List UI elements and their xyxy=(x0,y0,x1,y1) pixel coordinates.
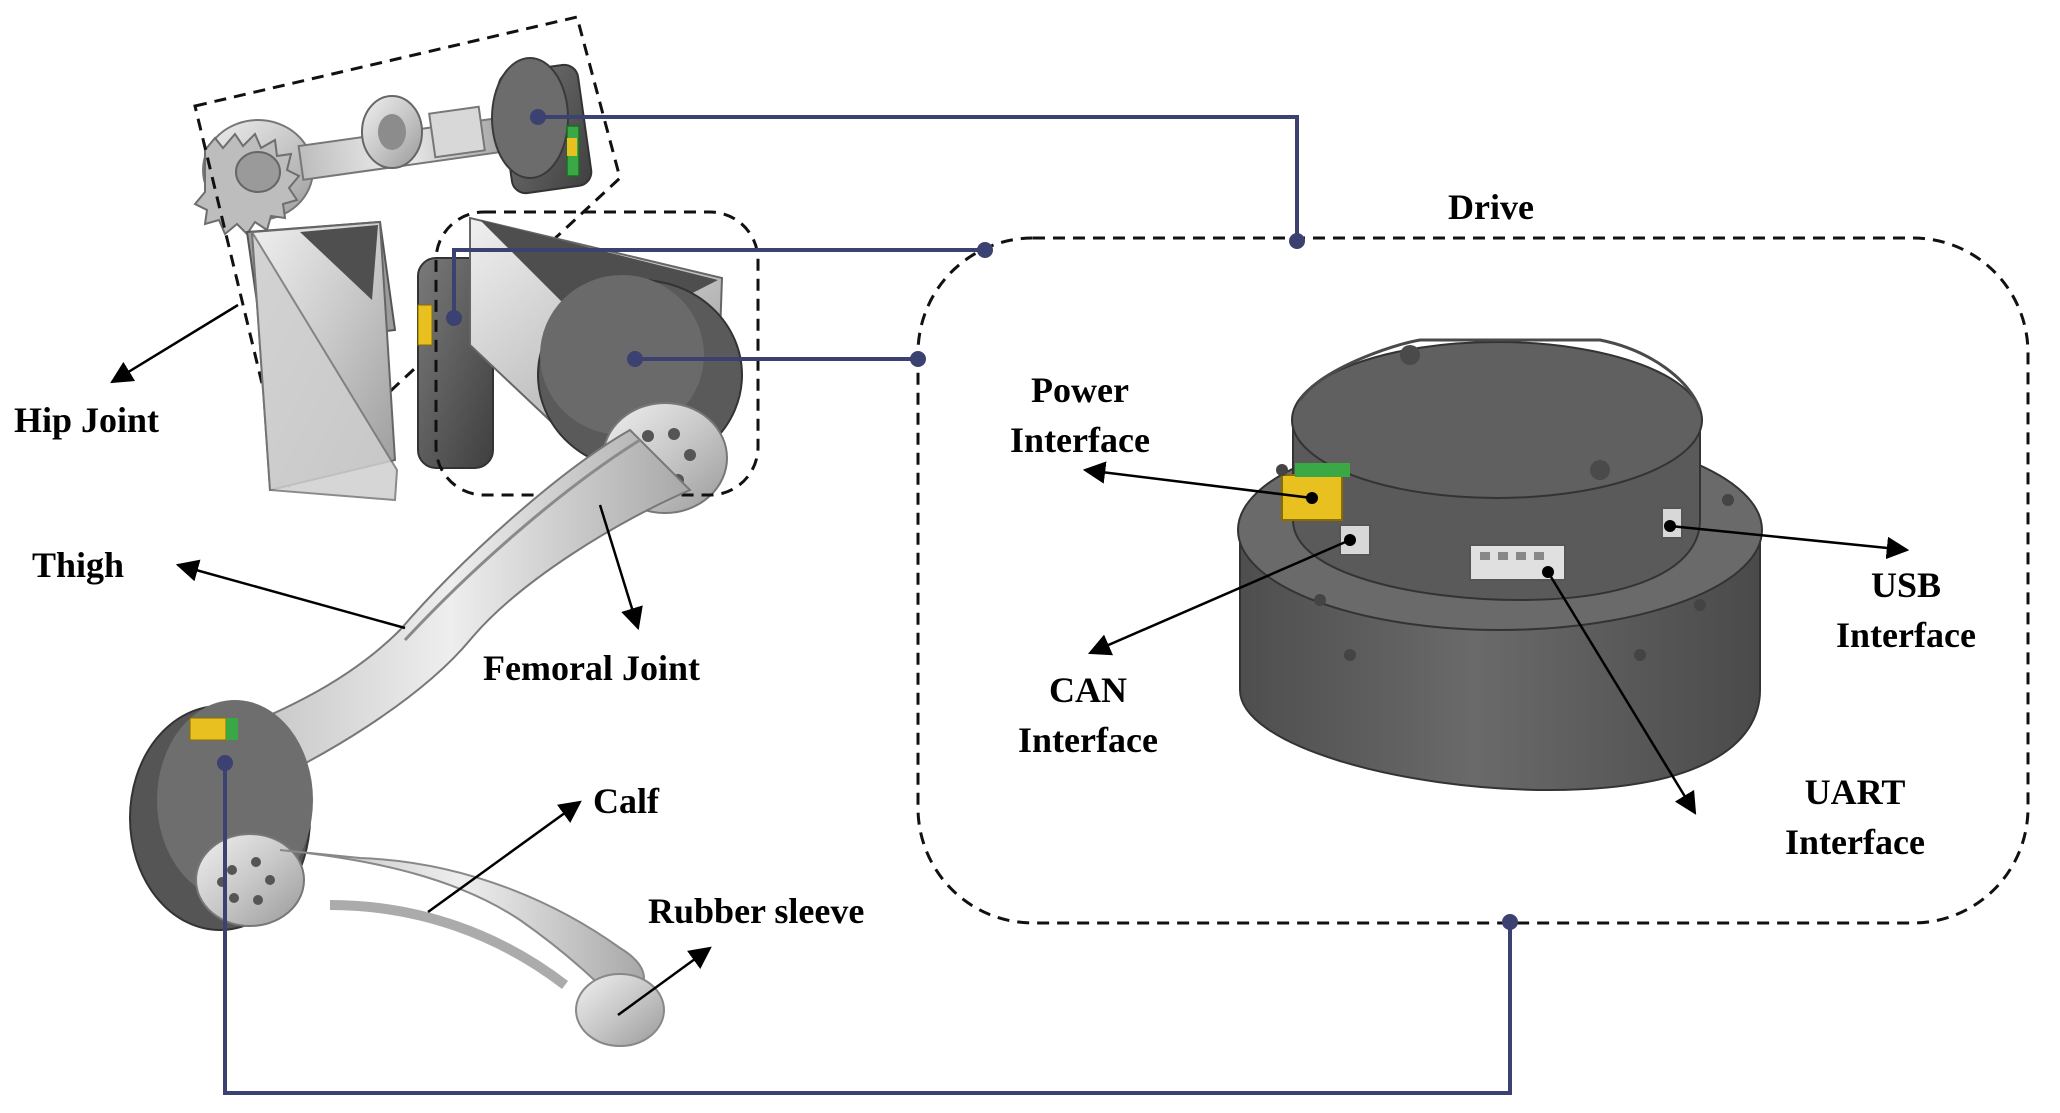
hip-bracket xyxy=(245,220,399,502)
thigh-label: Thigh xyxy=(32,545,125,585)
hip-motor-assembly xyxy=(193,57,593,236)
connector-lines xyxy=(223,115,1512,1095)
uart-interface-line-2: Interface xyxy=(1785,822,1925,862)
rubber-sleeve-label: Rubber sleeve xyxy=(648,891,865,931)
hip-shaft xyxy=(297,95,503,181)
can-interface-label: CAN Interface xyxy=(998,665,1178,765)
usb-interface-label: USB Interface xyxy=(1816,560,1996,660)
drive-label: Drive xyxy=(1448,187,1534,227)
drive-outline xyxy=(916,236,2030,925)
femoral-joint-label: Femoral Joint xyxy=(483,648,700,688)
hip-motor xyxy=(491,57,593,195)
calf-label: Calf xyxy=(593,781,659,821)
drive-unit xyxy=(1237,338,1763,792)
knee-motor xyxy=(129,700,313,931)
usb-interface-line-2: Interface xyxy=(1836,615,1976,655)
usb-interface-line-1: USB xyxy=(1870,565,1942,605)
connector-dots xyxy=(217,109,1518,930)
can-interface-line-1: CAN xyxy=(1049,670,1127,710)
power-interface-line-1: Power xyxy=(1031,370,1129,410)
annotation-arrows xyxy=(110,303,1910,1017)
rubber-sleeve-shape xyxy=(575,973,665,1047)
can-interface-line-2: Interface xyxy=(1018,720,1158,760)
bevel-gear xyxy=(193,119,314,236)
uart-interface-label: UART Interface xyxy=(1765,767,1945,867)
calf-link xyxy=(279,849,665,1047)
femoral-motor-assembly xyxy=(417,216,743,514)
power-interface-label: Power Interface xyxy=(990,365,1170,465)
hip-joint-label: Hip Joint xyxy=(14,400,160,440)
annotation-arrow-origins xyxy=(1306,492,1676,578)
uart-interface-line-1: UART xyxy=(1804,772,1906,812)
power-interface-line-2: Interface xyxy=(1010,420,1150,460)
hip-joint-outline xyxy=(193,15,622,490)
